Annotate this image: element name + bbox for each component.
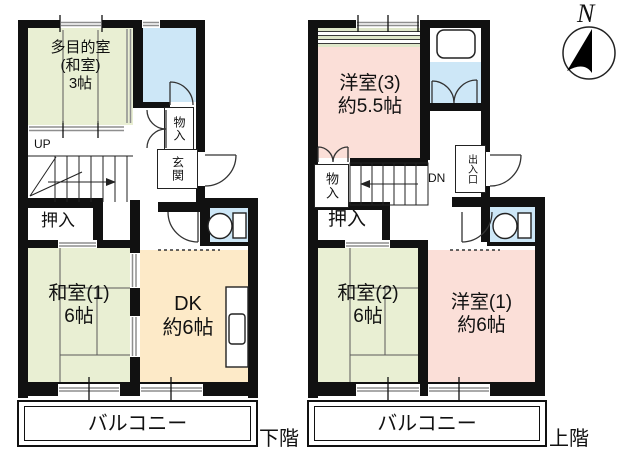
wall bbox=[481, 207, 490, 242]
stairs-down-icon bbox=[349, 162, 429, 206]
window bbox=[428, 384, 490, 396]
wall bbox=[130, 200, 140, 382]
lower-floor-label: 下階 bbox=[259, 428, 299, 450]
wall bbox=[18, 198, 103, 208]
compass-icon bbox=[562, 26, 616, 80]
wall bbox=[420, 20, 430, 160]
wall bbox=[308, 382, 545, 396]
wall bbox=[487, 242, 535, 246]
washroom-upper-area bbox=[430, 62, 481, 103]
washroom-lower-area bbox=[143, 28, 196, 102]
wall bbox=[200, 208, 210, 242]
japanese-room2-label: 和室(2) 6帖 bbox=[337, 283, 399, 327]
wall bbox=[382, 202, 390, 248]
stairs-down-label: DN bbox=[428, 171, 446, 185]
wall bbox=[196, 186, 205, 202]
balcony-lower: バルコニー bbox=[17, 400, 258, 447]
toilet-lower-area bbox=[210, 208, 248, 242]
sliding-door bbox=[130, 316, 140, 357]
closet-upper-label: 押入 bbox=[327, 209, 366, 230]
wall bbox=[18, 20, 28, 398]
sliding-door bbox=[130, 253, 140, 288]
balcony-lower-label: バルコニー bbox=[87, 412, 188, 435]
storage-upper-label: 物入 bbox=[324, 172, 339, 200]
wall bbox=[143, 102, 170, 108]
storage-lower-label: 物入 bbox=[172, 116, 186, 142]
wall bbox=[133, 20, 143, 108]
shelf-stripe-band bbox=[318, 28, 420, 47]
toilet-upper-area bbox=[490, 207, 535, 242]
closet-lower-label: 押入 bbox=[41, 211, 75, 230]
entrance-lower-box: 玄関 bbox=[157, 149, 198, 189]
window bbox=[356, 20, 420, 28]
wall bbox=[452, 197, 545, 207]
wall bbox=[425, 103, 481, 111]
upper-floor-label: 上階 bbox=[549, 428, 589, 450]
entrance-upper-box: 出入口 bbox=[455, 145, 486, 193]
balcony-upper: バルコニー bbox=[307, 400, 547, 447]
window bbox=[58, 384, 120, 396]
storage-lower-box: 物入 bbox=[164, 107, 194, 151]
balcony-upper-label: バルコニー bbox=[377, 412, 477, 435]
wall bbox=[418, 240, 428, 382]
western-room1-area bbox=[428, 250, 535, 382]
compass-north-label: N bbox=[577, 0, 595, 28]
sliding-door bbox=[345, 240, 390, 248]
entrance-lower-label: 玄関 bbox=[170, 156, 185, 182]
multipurpose-room-label: 多目的室 (和室) 3帖 bbox=[50, 39, 111, 92]
wall bbox=[158, 202, 202, 212]
wall bbox=[18, 382, 258, 396]
hall-door-lower bbox=[167, 211, 199, 243]
entrance-upper-label: 出入口 bbox=[465, 154, 477, 184]
entrance-lower-door bbox=[204, 154, 237, 187]
wall bbox=[18, 20, 205, 28]
bathtub-icon bbox=[436, 29, 476, 59]
stairs-up-icon bbox=[28, 155, 133, 202]
wall bbox=[350, 158, 428, 166]
western-room3-label: 洋室(3) 約5.5帖 bbox=[337, 73, 403, 117]
wall bbox=[481, 20, 490, 152]
wall bbox=[196, 198, 258, 208]
wall bbox=[93, 198, 103, 248]
wall bbox=[200, 242, 248, 246]
window bbox=[60, 20, 102, 28]
wall bbox=[308, 202, 390, 210]
window bbox=[140, 384, 203, 396]
dining-kitchen-label: DK 約6帖 bbox=[162, 293, 214, 339]
wall bbox=[248, 198, 258, 398]
stairs-up-label: UP bbox=[34, 137, 51, 151]
sliding-door bbox=[58, 240, 97, 248]
window bbox=[356, 384, 420, 396]
wall bbox=[196, 20, 205, 152]
wall bbox=[481, 186, 490, 202]
entrance-upper-door bbox=[489, 154, 522, 187]
storage-upper-box: 物入 bbox=[314, 164, 349, 208]
window bbox=[142, 20, 160, 28]
wall bbox=[535, 197, 545, 396]
western-room1-label: 洋室(1) 約6帖 bbox=[450, 292, 513, 336]
western-room3-area bbox=[318, 28, 420, 158]
japanese-room1-label: 和室(1) 6帖 bbox=[48, 283, 110, 327]
